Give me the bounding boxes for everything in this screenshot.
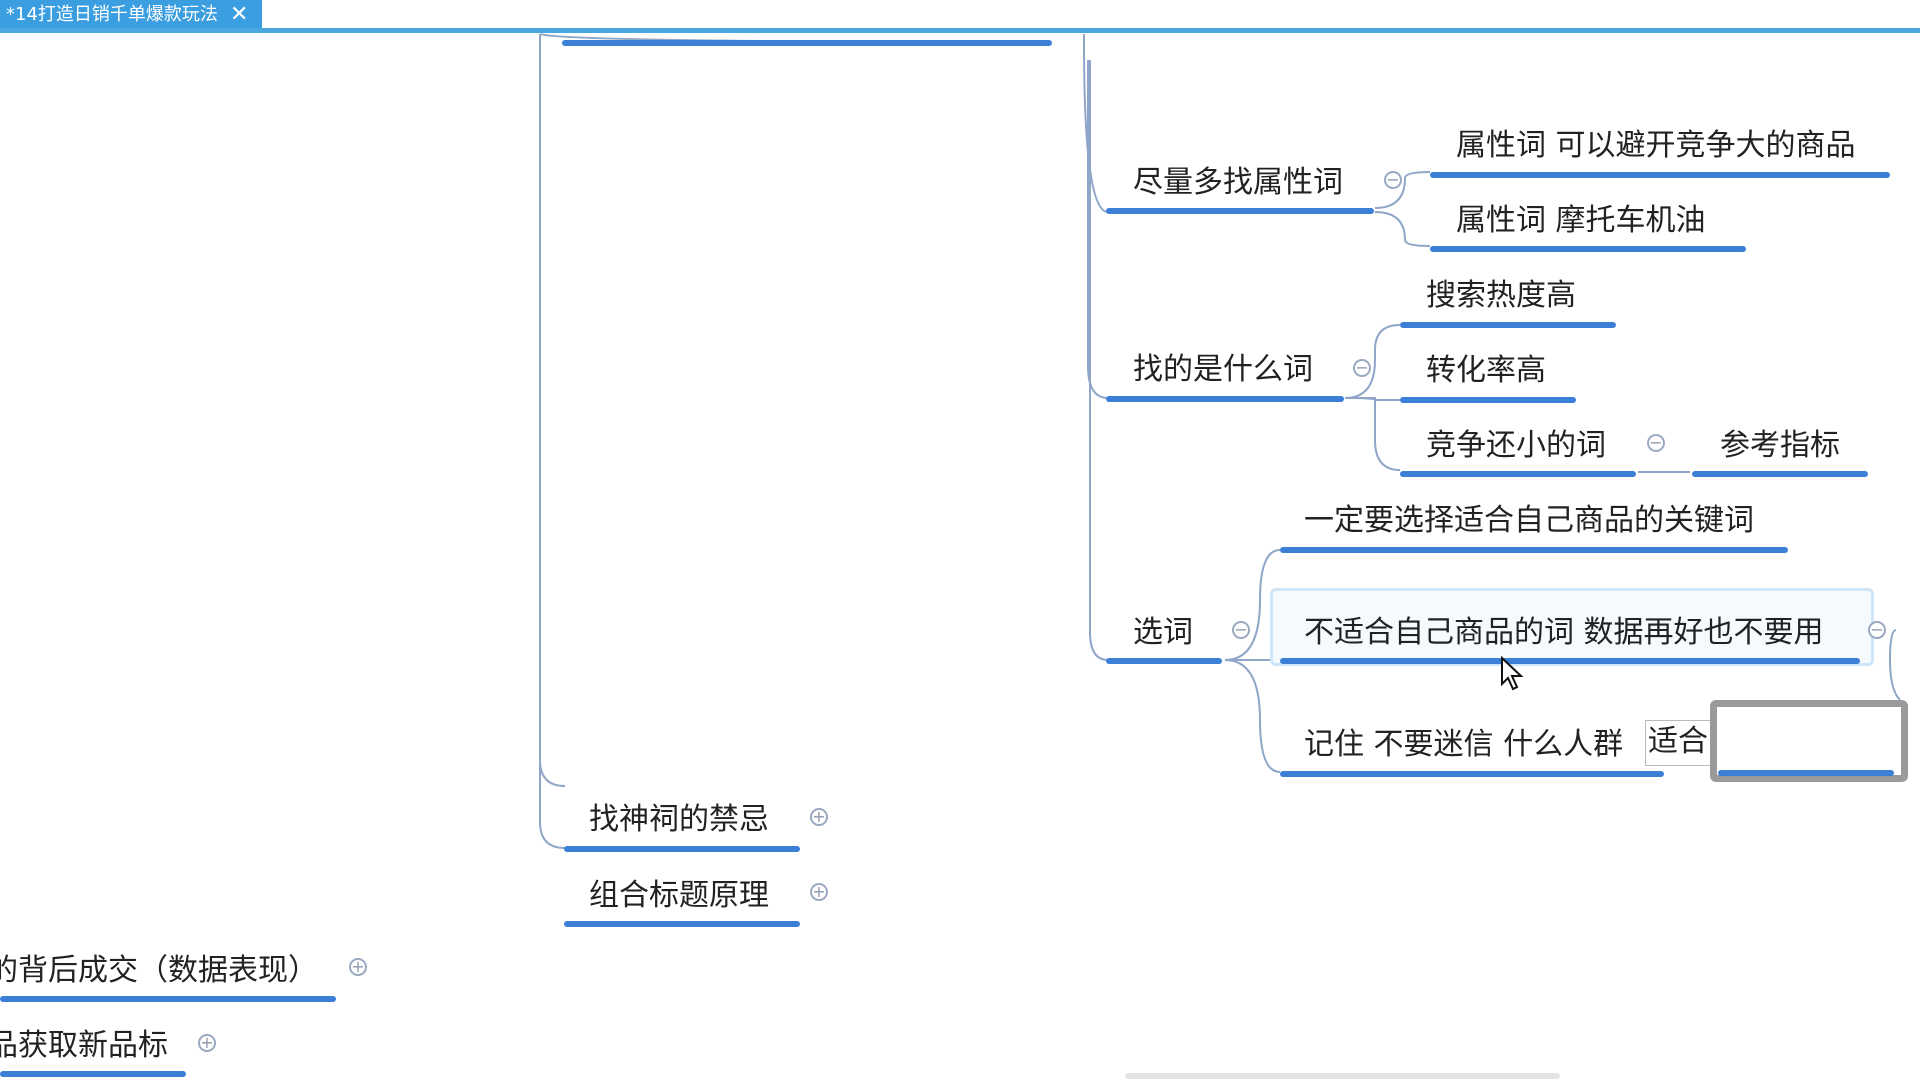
document-tab[interactable]: *14打造日销千单爆款玩法 ✕ [0, 0, 262, 30]
expand-icon[interactable]: + [198, 1034, 216, 1052]
expand-icon[interactable]: + [810, 883, 828, 901]
mouse-cursor-icon [1501, 656, 1524, 691]
underline-attr-many [1106, 208, 1374, 214]
underline-reference [1692, 471, 1868, 477]
underline-choose-word [1106, 658, 1222, 664]
node-deal-behind[interactable]: 的背后成交（数据表现） [0, 953, 318, 988]
expand-icon[interactable]: + [810, 808, 828, 826]
node-competition-low[interactable]: 竞争还小的词 [1426, 428, 1606, 463]
collapse-icon[interactable]: − [1384, 171, 1402, 189]
underline-taboo [564, 846, 800, 852]
underline-title-principle [564, 921, 800, 927]
underline-edit-box [1718, 770, 1894, 776]
tab-title: *14打造日销千单爆款玩法 [6, 4, 218, 25]
node-attr-example[interactable]: 属性词 摩托车机油 [1456, 203, 1706, 238]
collapse-icon[interactable]: − [1868, 621, 1886, 639]
horizontal-scrollbar[interactable] [1125, 1073, 1560, 1079]
underline-deal-behind [0, 996, 336, 1002]
node-taboo[interactable]: 找神祠的禁忌 [589, 802, 769, 837]
node-search-hot[interactable]: 搜索热度高 [1426, 278, 1576, 313]
expand-icon[interactable]: + [349, 958, 367, 976]
top-branch-underline [562, 40, 1052, 46]
underline-attr-example [1430, 246, 1746, 252]
tab-underline [0, 28, 1920, 33]
tab-strip: *14打造日销千单爆款玩法 ✕ [0, 0, 1920, 34]
node-attr-avoid[interactable]: 属性词 可以避开竞争大的商品 [1456, 128, 1856, 163]
node-attr-many[interactable]: 尽量多找属性词 [1133, 165, 1343, 200]
collapse-icon[interactable]: − [1647, 434, 1665, 452]
node-choose-word[interactable]: 选词 [1133, 615, 1193, 650]
node-title-principle[interactable]: 组合标题原理 [589, 878, 769, 913]
node-conversion-high[interactable]: 转化率高 [1426, 353, 1546, 388]
node-find-what[interactable]: 找的是什么词 [1133, 352, 1313, 387]
underline-must-fit [1280, 547, 1788, 553]
collapse-icon[interactable]: − [1232, 621, 1250, 639]
close-icon[interactable]: ✕ [230, 2, 249, 27]
underline-find-what [1106, 396, 1344, 402]
underline-search-hot [1400, 322, 1616, 328]
underline-not-fit [1280, 658, 1860, 664]
collapse-icon[interactable]: − [1353, 359, 1371, 377]
node-new-badge[interactable]: 品获取新品标 [0, 1028, 168, 1063]
underline-attr-avoid [1430, 172, 1890, 178]
node-not-fit[interactable]: 不适合自己商品的词 数据再好也不要用 [1304, 615, 1824, 650]
node-remember[interactable]: 记住 不要迷信 什么人群 [1304, 727, 1624, 762]
underline-remember [1280, 771, 1664, 777]
node-must-fit[interactable]: 一定要选择适合自己商品的关键词 [1304, 503, 1754, 538]
new-topic-edit-box[interactable] [1710, 700, 1908, 782]
underline-new-badge [0, 1071, 186, 1077]
node-reference[interactable]: 参考指标 [1720, 428, 1840, 463]
underline-competition-low [1400, 471, 1636, 477]
selected-node-highlight [1270, 588, 1874, 666]
underline-conversion-high [1400, 397, 1576, 403]
